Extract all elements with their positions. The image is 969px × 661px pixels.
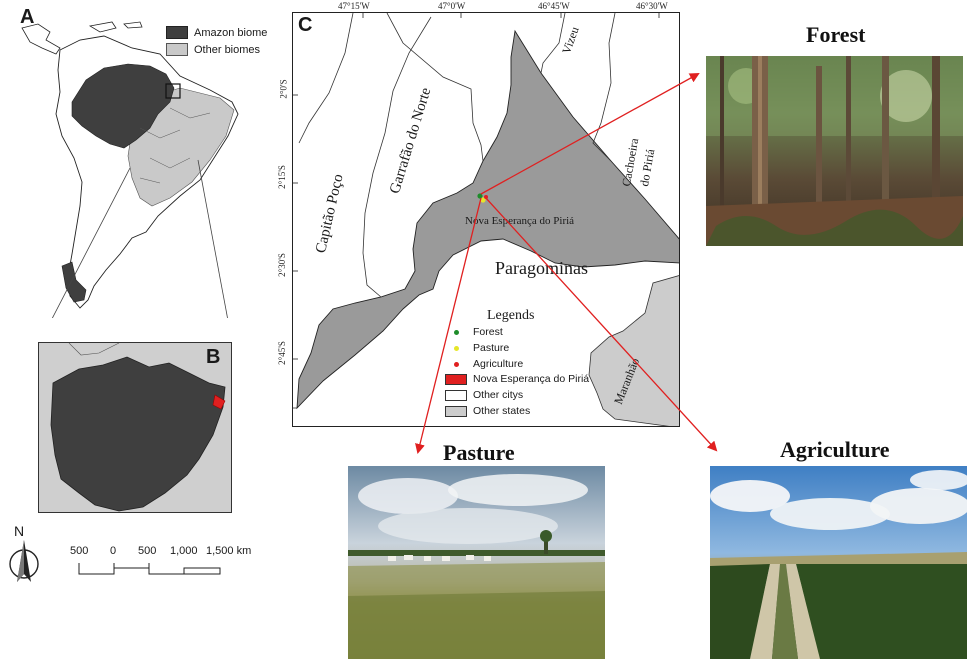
south-america-map [21,21,239,318]
north-label: N [14,523,25,539]
scale-label-500-left: 500 [70,545,89,557]
legend-nova-esperanca: Nova Esperança do Piriá [445,373,589,385]
boundary-capitao [362,16,432,298]
pasture-point [480,197,486,203]
label-paragominas: Paragominas [495,258,588,278]
panel-a-label: A [20,6,35,28]
panel-b-frame [38,342,232,513]
amazon-biome-area [71,63,175,149]
legend-other-citys: Other citys [445,389,523,401]
agriculture-photo [710,466,967,659]
caribbean-island-2 [123,21,143,29]
legend-pasture: Pasture [451,342,509,354]
coord-left-3: 2°30'S [276,253,287,277]
forest-point [477,193,483,199]
coord-left-1: 2°0'S [278,79,289,99]
para-state-shape [50,356,226,512]
agriculture-point [484,195,488,199]
coord-top-2: 47°0'W [438,1,466,11]
boundary-cachoeira [592,13,616,162]
coord-left-2: 2°15'S [276,165,287,189]
yellow-dot-icon [454,345,459,351]
scale-label-500: 500 [138,545,157,557]
panel-b-label: B [206,346,221,368]
coord-top-4: 46°30'W [636,1,668,11]
coord-top-3: 46°45'W [538,1,570,11]
scale-label-0: 0 [110,545,117,557]
scale-bar [78,563,221,575]
gray-swatch-icon [445,405,467,417]
legend-forest: Forest [451,326,503,338]
other-biomes-swatch [166,43,188,56]
study-area-box [165,83,181,99]
agriculture-title: Agriculture [780,437,890,462]
panel-c-label: C [298,14,313,36]
boundary-capitao-west [298,13,354,144]
nova-esperanca-marker [212,394,226,410]
caribbean-island [88,21,117,33]
boundary-vizeu [540,13,566,74]
legend-agriculture: Agriculture [451,358,523,370]
label-nova-esperanca: Nova Esperança do Piriá [465,215,575,227]
red-swatch-icon [445,373,467,385]
para-state-map [39,343,231,512]
pasture-title: Pasture [443,440,515,465]
coord-top-1: 47°15'W [338,1,370,11]
forest-title: Forest [806,22,866,47]
boundary-garrafao [386,13,484,162]
maranhao-area [588,275,679,426]
legend-c-title: Legends [487,308,535,323]
central-america-shape [21,23,61,55]
coord-left-4: 2°45'S [276,341,287,365]
legend-other-states: Other states [445,405,530,417]
legend-amazon-label: Amazon biome [194,26,268,39]
green-dot-icon [454,329,459,335]
white-swatch-icon [445,389,467,401]
tierra-del-fuego [61,261,87,303]
study-area-map: Vizeu Cachoeira do Piriá Garrafão do Nor… [292,12,680,427]
pasture-photo [348,466,605,659]
legend-a: Amazon biome Other biomes [166,26,267,56]
forest-photo [706,56,963,246]
north-arrow-icon [9,540,39,582]
scale-label-1000: 1,000 [170,545,198,557]
scale-label-1500: 1,500 km [206,545,252,557]
legend-other-label: Other biomes [194,43,261,56]
amazon-swatch [166,26,188,39]
red-dot-icon [454,361,459,367]
